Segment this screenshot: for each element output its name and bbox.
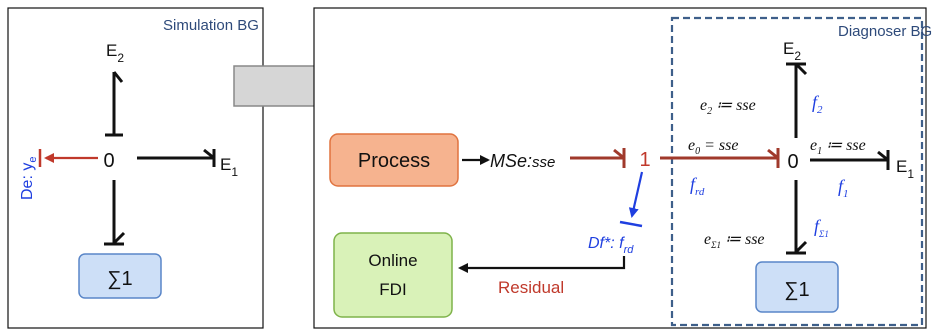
diagnoser-panel: Diagnoser BG Process MSe:sse 1 e0 = sse … <box>313 7 932 329</box>
simulation-bond-sigma-halfarrow <box>112 231 126 245</box>
f2-flow-label: f2 <box>812 92 823 116</box>
process-label: Process <box>358 150 430 172</box>
simulation-detector-label: De: ye <box>19 157 39 200</box>
diagnoser-e2-label: E2 <box>783 39 801 63</box>
online-fdi-box <box>333 232 453 318</box>
junction0-e1-halfarrow <box>877 150 889 162</box>
residual-detector-signal <box>628 171 644 218</box>
online-fdi-line1: Online <box>368 251 417 270</box>
simulation-e2-label: E2 <box>106 41 124 65</box>
frd-flow-label: frd <box>690 174 705 198</box>
simulation-e1-label: E1 <box>220 155 238 179</box>
junction-1: 1 <box>639 149 650 171</box>
detector-label: Df*: frd <box>588 235 634 256</box>
residual-label: Residual <box>498 278 564 297</box>
junction0-sigma-halfarrow <box>794 240 808 254</box>
simulation-sigma-box <box>78 253 162 299</box>
diagnoser-title: Diagnoser BG <box>838 23 932 40</box>
simulation-bond-e1-halfarrow <box>203 148 215 160</box>
diagnoser-sigma-box <box>755 261 839 313</box>
source-label: MSe:sse <box>490 151 555 171</box>
diagnoser-e1-label: E1 <box>896 157 914 181</box>
f1-flow-label: f1 <box>838 176 849 200</box>
residual-detector-stroke <box>619 220 643 228</box>
simulation-title: Simulation BG <box>163 17 259 34</box>
simulation-sigma-label: ∑1 <box>107 268 132 290</box>
simulation-junction-0: 0 <box>103 150 114 172</box>
simulation-bond-e2-halfarrow <box>112 71 124 83</box>
e2-equation: e2 ≔ sse <box>700 97 756 117</box>
junction0-e2-halfarrow <box>794 62 808 76</box>
diagnoser-bg-dashed-frame <box>670 16 924 327</box>
simulation-panel: Simulation BG 0 E2 E1 ∑1 De: ye <box>7 7 264 329</box>
junction-0: 0 <box>787 151 798 173</box>
e0-equation: e0 = sse <box>688 137 738 157</box>
diagnoser-sigma-label: ∑1 <box>784 279 809 301</box>
esigma-equation: eΣ1 ≔ sse <box>704 231 765 250</box>
process-box <box>329 133 459 187</box>
junction1-to-junction0-halfarrow <box>767 148 779 160</box>
residual-arrow <box>458 256 626 273</box>
source-to-junction1-halfarrow <box>613 148 625 160</box>
online-fdi-line2: FDI <box>379 280 406 299</box>
fsigma-flow-label: fΣ1 <box>814 216 829 239</box>
e1-equation: e1 ≔ sse <box>810 137 866 157</box>
